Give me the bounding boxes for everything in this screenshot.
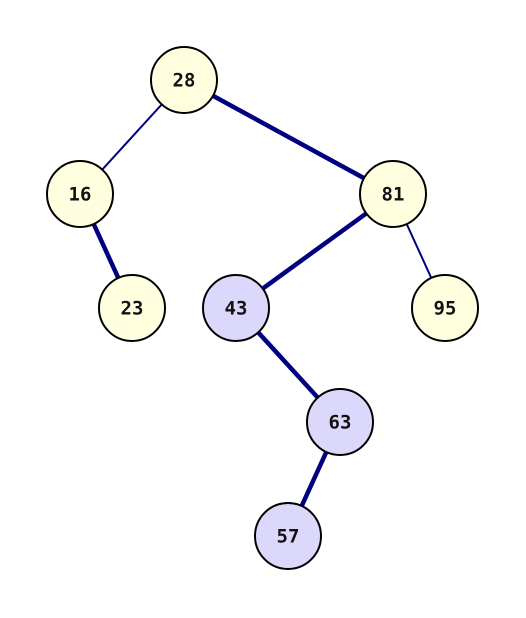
tree-node-16: 16 xyxy=(46,160,114,228)
tree-node-57: 57 xyxy=(254,502,322,570)
node-circle xyxy=(411,274,479,342)
node-circle xyxy=(98,274,166,342)
node-label: 43 xyxy=(225,298,248,320)
node-label: 16 xyxy=(69,184,92,206)
nodes-layer: 28 16 81 23 43 95 63 57 xyxy=(46,46,479,570)
node-circle xyxy=(202,274,270,342)
edge-28-81 xyxy=(182,78,395,196)
node-circle xyxy=(359,160,427,228)
tree-node-43: 43 xyxy=(202,274,270,342)
tree-node-23: 23 xyxy=(98,274,166,342)
tree-node-28: 28 xyxy=(150,46,218,114)
node-circle xyxy=(46,160,114,228)
node-circle xyxy=(150,46,218,114)
node-label: 23 xyxy=(121,298,144,320)
node-circle xyxy=(254,502,322,570)
node-label: 63 xyxy=(329,412,352,434)
node-label: 95 xyxy=(434,298,457,320)
node-label: 57 xyxy=(277,526,300,548)
node-circle xyxy=(306,388,374,456)
tree-node-95: 95 xyxy=(411,274,479,342)
tree-node-63: 63 xyxy=(306,388,374,456)
node-label: 28 xyxy=(173,70,196,92)
node-label: 81 xyxy=(382,184,405,206)
tree-node-81: 81 xyxy=(359,160,427,228)
